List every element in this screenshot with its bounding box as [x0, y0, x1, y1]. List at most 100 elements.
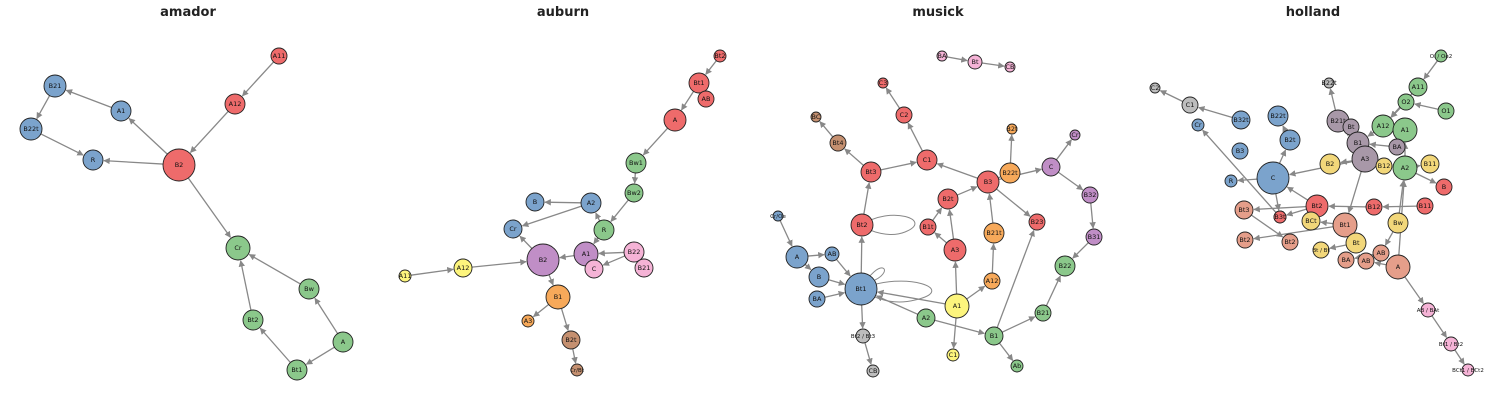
edge-holland-A12-B1	[1367, 130, 1375, 137]
edge-auburn-A-Bw1	[642, 127, 669, 156]
node-auburn-B2t: B2t	[561, 330, 581, 350]
node-label: B12	[1368, 203, 1381, 211]
edge-auburn-B22-C	[602, 255, 626, 266]
node-label: A1	[582, 250, 591, 258]
edge-musick-B1-B23	[996, 229, 1035, 328]
node-circle	[944, 293, 970, 319]
node-circle	[634, 258, 654, 278]
node-circle	[570, 363, 584, 377]
edge-musick-A-B	[804, 263, 812, 271]
edge-amador-A-Bw	[314, 297, 339, 334]
node-circle	[1323, 77, 1335, 89]
node-circle	[1081, 186, 1099, 204]
edge-musick-A-AB	[807, 251, 825, 259]
node-label: Bt2	[247, 316, 258, 324]
edge-amador-A11-A12	[241, 61, 275, 97]
node-label: Bw1	[629, 159, 643, 167]
node-label: Bt3	[1238, 206, 1249, 214]
node-circle	[946, 348, 960, 362]
node-label: B31	[1088, 233, 1101, 241]
node-label: C3	[879, 79, 888, 87]
node-label: B23	[1031, 218, 1044, 226]
node-circle	[1375, 157, 1393, 175]
node-label: A3	[1361, 155, 1370, 163]
edge-holland-Bt2-Bt3	[1253, 205, 1307, 213]
node-label: B22	[1059, 262, 1072, 270]
node-auburn-B1: B1	[545, 284, 571, 310]
edge-musick-A1-A3	[952, 261, 959, 295]
node-holland-B22t: B22t	[1321, 77, 1337, 89]
node-holland-B: B	[1435, 178, 1453, 196]
node-musick-BA: BA	[936, 50, 948, 62]
node-circle	[808, 266, 830, 288]
node-musick-Bt2: Bt2	[850, 213, 874, 237]
node-label: B11	[1424, 160, 1437, 168]
node-circle	[242, 309, 264, 331]
self-loop-edge-1	[860, 280, 933, 303]
node-circle	[1312, 241, 1330, 259]
edge-auburn-Bw1-Bw2	[631, 172, 639, 184]
node-label: B2	[539, 256, 548, 264]
node-musick-B2t: B2t	[1006, 123, 1018, 135]
node-holland-B3: B3	[1231, 142, 1249, 160]
node-circle	[1085, 228, 1103, 246]
node-musick-B23: B23	[1028, 213, 1046, 231]
node-musick-A1: A1	[944, 293, 970, 319]
edge-musick-B31-B22	[1072, 242, 1089, 259]
edge-auburn-Bt1-A	[680, 91, 695, 111]
node-label: B3	[984, 178, 993, 186]
edge-holland-A3-B2	[1340, 158, 1353, 165]
node-label: Bt2	[1284, 238, 1295, 246]
edge-auburn-A1-B2	[559, 253, 575, 261]
node-musick-AB: AB	[824, 246, 840, 262]
node-label: A2	[587, 199, 596, 207]
node-label: B1	[990, 332, 999, 340]
node-holland-BA2: BA	[1337, 251, 1355, 269]
node-circle	[225, 235, 251, 261]
node-amador-A1: A1	[110, 100, 132, 122]
edge-musick-AB-Bt1	[835, 258, 851, 277]
node-label: Bt2	[1239, 236, 1250, 244]
edge-amador-B21-B22t	[36, 95, 51, 120]
node-circle	[808, 290, 826, 308]
node-musick-A3: A3	[943, 238, 967, 262]
node-holland-Bt2c: Bt2	[1281, 233, 1299, 251]
node-holland-A3: A3	[1351, 145, 1379, 173]
edge-auburn-B1-B2t	[560, 308, 570, 332]
node-label: C1	[949, 351, 958, 359]
node-circle	[877, 77, 889, 89]
edge-holland-C-R	[1237, 176, 1258, 184]
node-circle	[1301, 211, 1321, 231]
node-label: A	[673, 116, 678, 124]
edge-auburn-A11-A12	[410, 266, 454, 276]
node-circle	[398, 269, 412, 283]
node-holland-Bt3: Bt3	[1234, 200, 1254, 220]
edge-holland-C-B3t	[1274, 193, 1281, 211]
edge-holland-B3t-Cr	[1202, 129, 1277, 213]
node-circle	[936, 50, 948, 62]
node-circle	[855, 328, 871, 344]
node-holland-AB2: AB	[1357, 252, 1375, 270]
node-label: A1	[1401, 126, 1410, 134]
node-musick-Bt4: Bt4	[829, 134, 847, 152]
edge-musick-C1-C2	[907, 122, 924, 152]
edge-musick-Bt2-Bt3	[863, 182, 872, 215]
edge-musick-B1-Ab	[998, 342, 1014, 361]
node-musick-A: A	[785, 245, 809, 269]
node-holland-AB/BAt: AB / BAt	[1417, 302, 1440, 318]
node-label: A12	[986, 277, 999, 285]
node-circle	[625, 152, 647, 174]
node-amador-Bt1: Bt1	[286, 359, 308, 381]
node-circle	[453, 258, 473, 278]
node-circle	[1392, 155, 1418, 181]
edge-musick-Bt4-BC	[819, 121, 834, 138]
node-circle	[526, 243, 560, 277]
node-label: A	[1396, 263, 1401, 271]
node-musick-Ab: Ab	[1010, 359, 1024, 373]
node-label: B	[533, 198, 537, 206]
node-holland-O1: O1	[1437, 102, 1455, 120]
node-label: Bt2	[1311, 202, 1322, 210]
edge-holland-A2-B11	[1413, 163, 1421, 170]
node-label: A12	[457, 264, 470, 272]
node-label: AB / BAt	[1417, 308, 1440, 314]
